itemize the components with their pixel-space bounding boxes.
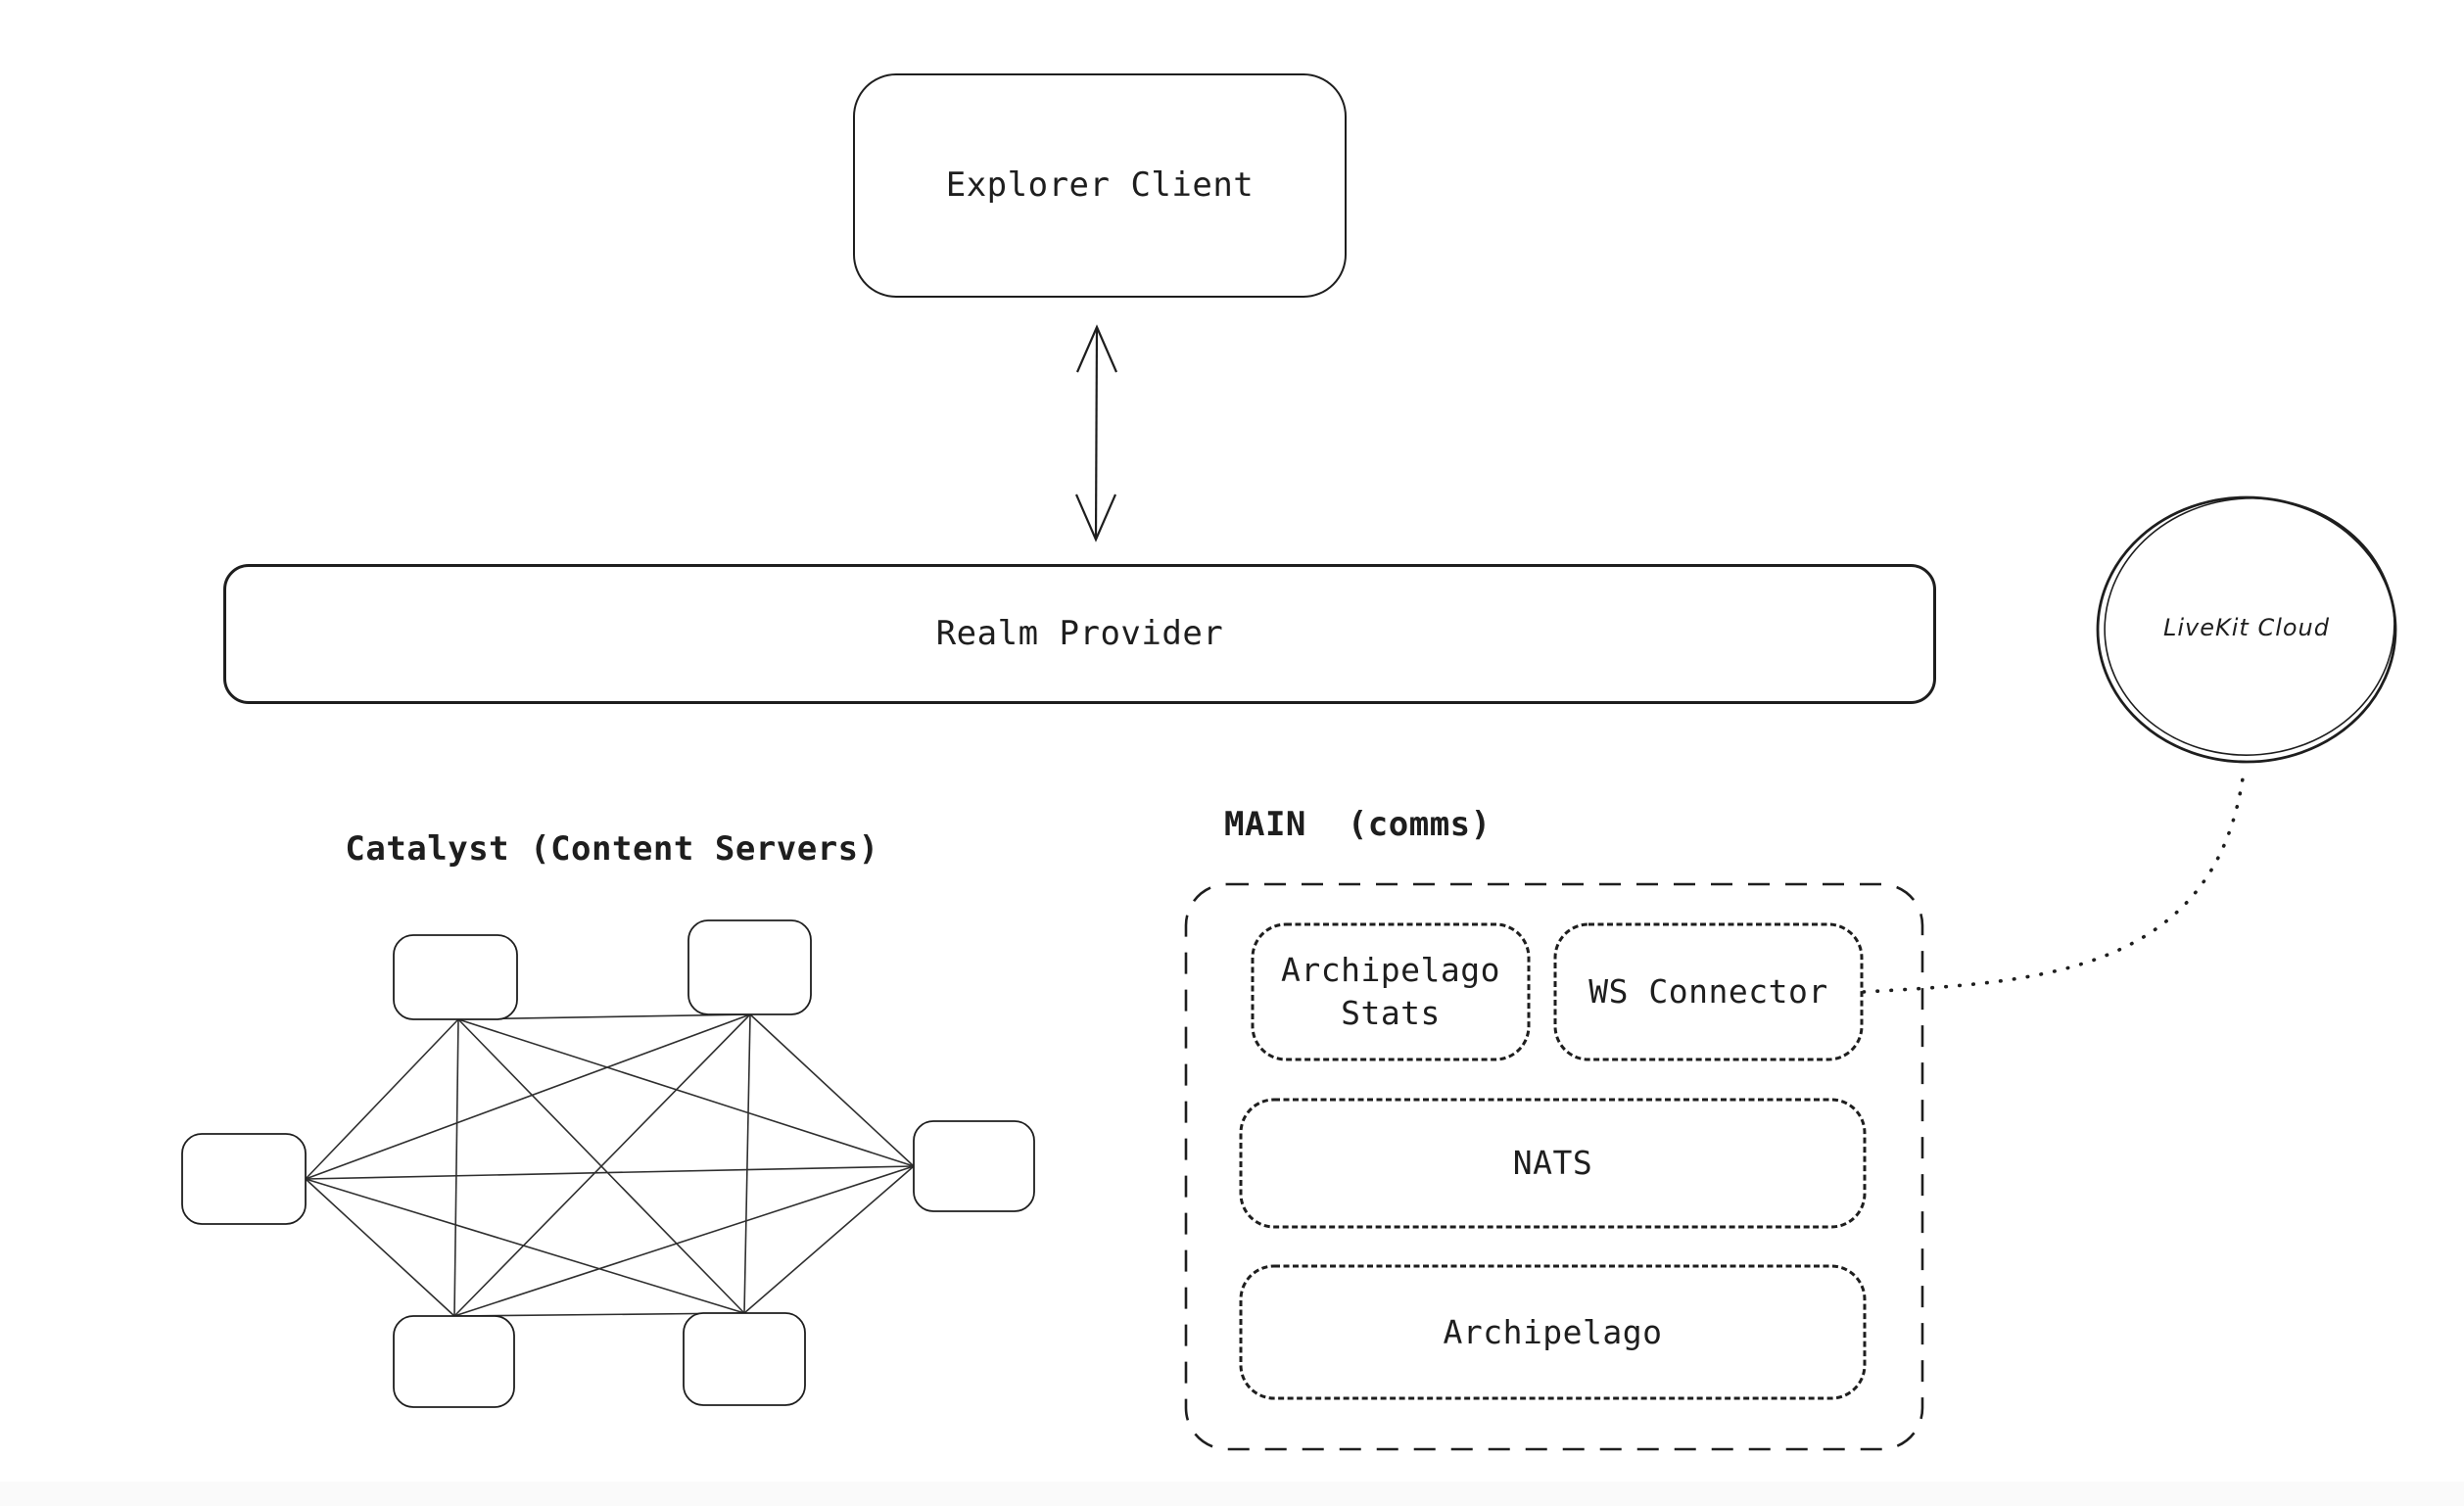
mesh-edge xyxy=(305,1013,751,1180)
catalyst-group-label: Catalyst (Content Servers) xyxy=(345,829,879,869)
mesh-edge xyxy=(305,1178,455,1317)
content-server-node xyxy=(393,1315,515,1408)
mesh-edge xyxy=(305,1178,745,1314)
catalyst-mesh-nodes xyxy=(181,919,1035,1408)
livekit-circle-overdraw xyxy=(2104,497,2395,756)
archipelago-box xyxy=(1239,1264,1867,1400)
content-server-node xyxy=(683,1312,806,1406)
main-comms-group-label: MAIN (comms) xyxy=(1224,805,1492,844)
mesh-edge xyxy=(453,1013,751,1317)
content-server-node xyxy=(393,934,518,1020)
explorer-client-label: Explorer Client xyxy=(945,165,1255,206)
mesh-edge xyxy=(749,1013,915,1167)
content-server-node xyxy=(913,1120,1035,1212)
mesh-edge xyxy=(453,1165,915,1317)
mesh-edge xyxy=(305,1165,915,1180)
arrow-head-up-icon xyxy=(1075,324,1118,373)
mesh-edge xyxy=(457,1018,915,1167)
content-server-node xyxy=(687,919,812,1015)
mesh-edge xyxy=(305,1018,459,1180)
archipelago-stats-box xyxy=(1251,922,1531,1061)
arrow-shaft xyxy=(1094,326,1099,541)
livekit-cloud-circle xyxy=(2096,495,2397,764)
bottom-edge-strip xyxy=(0,1482,2464,1506)
explorer-realm-arrow xyxy=(1074,324,1118,542)
main-comms-boxes xyxy=(1239,922,1867,1400)
mesh-edge xyxy=(743,1013,751,1314)
livekit-cloud-label: LiveKit Cloud xyxy=(2162,614,2330,641)
ws-to-livekit-dotted-link xyxy=(1862,770,2246,994)
arrow-head-down-icon xyxy=(1074,494,1117,542)
mesh-edge xyxy=(453,1018,459,1317)
livekit-circle-outline xyxy=(2096,495,2397,764)
nats-box xyxy=(1239,1098,1867,1229)
mesh-edge xyxy=(743,1165,915,1314)
content-server-node xyxy=(181,1133,307,1225)
realm-provider-label: Realm Provider xyxy=(935,614,1224,654)
realm-provider-box: Realm Provider xyxy=(223,564,1936,704)
ws-connector-box xyxy=(1553,922,1864,1061)
mesh-edge xyxy=(457,1013,751,1020)
explorer-client-box: Explorer Client xyxy=(853,73,1347,298)
catalyst-mesh-edges xyxy=(305,1013,915,1317)
